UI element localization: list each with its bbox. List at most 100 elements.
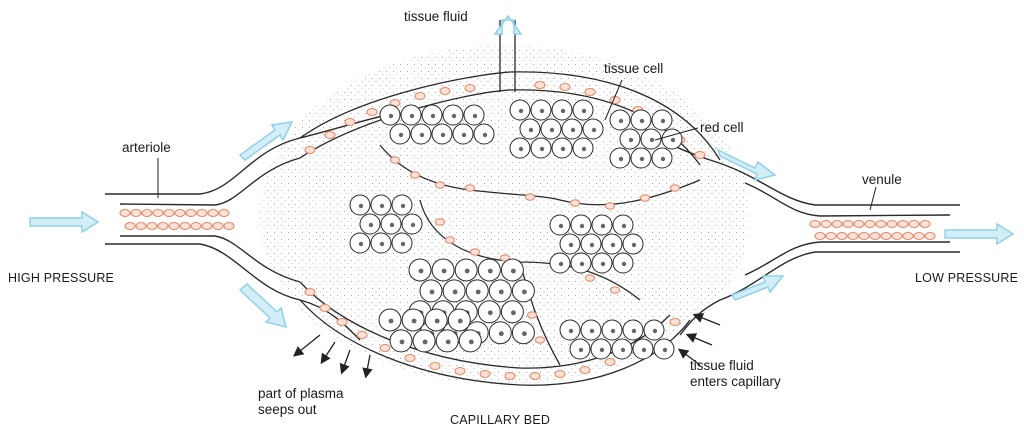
tissue-cell <box>392 233 412 253</box>
tissue-cell <box>390 124 410 144</box>
tissue-cell <box>570 339 590 359</box>
block-arrow-icon <box>240 284 286 327</box>
label-low-pressure: LOW PRESSURE <box>915 270 1018 286</box>
red-cell <box>870 233 880 240</box>
tissue-cell <box>510 100 530 120</box>
red-cell <box>876 221 886 228</box>
red-cell <box>186 210 196 217</box>
block-arrow-icon <box>495 16 521 34</box>
red-cell <box>191 223 201 230</box>
tissue-cell <box>620 129 640 149</box>
red-cell <box>164 210 174 217</box>
red-cell <box>641 195 650 201</box>
tissue-cell <box>443 280 465 302</box>
red-cell <box>480 371 490 378</box>
label-red-cell: red cell <box>700 120 744 136</box>
red-cell <box>920 221 930 228</box>
tissue-cell <box>550 215 570 235</box>
tissue-cell <box>631 110 651 130</box>
red-cell <box>571 200 580 206</box>
red-cell <box>560 84 570 91</box>
tissue-cell <box>531 138 551 158</box>
small-arrow-icon <box>295 335 320 355</box>
tissue-cell <box>602 320 622 340</box>
tissue-cell <box>402 309 424 331</box>
red-cell <box>391 157 400 163</box>
red-cell <box>380 345 390 352</box>
red-cell <box>430 363 440 370</box>
red-cell <box>224 223 234 230</box>
tissue-cell <box>560 320 580 340</box>
red-cell <box>585 89 595 96</box>
tissue-cell <box>583 119 603 139</box>
red-cell <box>832 221 842 228</box>
tissue-cell <box>613 253 633 273</box>
tissue-cell <box>455 259 477 281</box>
red-cell <box>815 233 825 240</box>
tissue-cell <box>612 339 632 359</box>
tissue-cell <box>644 320 664 340</box>
red-cell <box>357 332 367 339</box>
tissue-cell <box>432 259 454 281</box>
tissue-cell <box>610 148 630 168</box>
red-cell <box>580 367 590 374</box>
tissue-cell <box>581 320 601 340</box>
red-cell <box>153 210 163 217</box>
tissue-cell <box>541 119 561 139</box>
tissue-cell <box>631 148 651 168</box>
label-plasma-line2: seeps out <box>258 402 317 418</box>
red-cell <box>415 93 425 100</box>
red-cell <box>586 275 595 281</box>
red-cell <box>810 221 820 228</box>
small-arrow-icon <box>695 315 720 325</box>
red-cell <box>536 337 545 343</box>
small-arrow-icon <box>322 342 335 362</box>
red-cell <box>854 221 864 228</box>
label-capillary-bed: CAPILLARY BED <box>450 412 550 428</box>
red-cell <box>848 233 858 240</box>
tissue-cell <box>371 233 391 253</box>
tissue-cell <box>409 259 431 281</box>
red-cell <box>881 233 891 240</box>
tissue-cell <box>350 233 370 253</box>
tissue-cell <box>552 138 572 158</box>
red-cell <box>821 221 831 228</box>
tissue-cell <box>623 320 643 340</box>
red-cell <box>526 194 535 200</box>
tissue-cell <box>652 110 672 130</box>
red-cell <box>887 221 897 228</box>
red-cell <box>909 221 919 228</box>
tissue-cell <box>432 124 452 144</box>
tissue-cell <box>592 215 612 235</box>
tissue-cell <box>436 330 458 352</box>
small-arrow-icon <box>688 335 712 345</box>
tissue-cell <box>652 148 672 168</box>
red-cell <box>219 210 229 217</box>
red-cell <box>530 373 540 380</box>
red-cell <box>158 223 168 230</box>
red-cell <box>446 237 455 243</box>
tissue-cell <box>360 214 380 234</box>
red-cell <box>826 233 836 240</box>
red-cell <box>914 233 924 240</box>
red-cell <box>147 223 157 230</box>
tissue-cell <box>453 124 473 144</box>
tissue-cell <box>512 322 534 344</box>
red-cell <box>471 249 480 255</box>
red-cell <box>436 182 445 188</box>
red-cell <box>605 359 615 366</box>
tissue-cell <box>610 110 630 130</box>
tissue-cell <box>466 280 488 302</box>
red-cell <box>695 152 705 159</box>
red-cell <box>367 109 377 116</box>
label-tissue-fluid-top: tissue fluid <box>404 9 468 25</box>
red-cell <box>528 312 537 318</box>
red-cell <box>305 289 315 296</box>
label-arteriole: arteriole <box>122 140 171 156</box>
red-cell <box>120 210 130 217</box>
tissue-cell <box>381 214 401 234</box>
red-cell <box>320 305 330 312</box>
red-cell <box>345 119 355 126</box>
tissue-cell <box>380 105 400 125</box>
